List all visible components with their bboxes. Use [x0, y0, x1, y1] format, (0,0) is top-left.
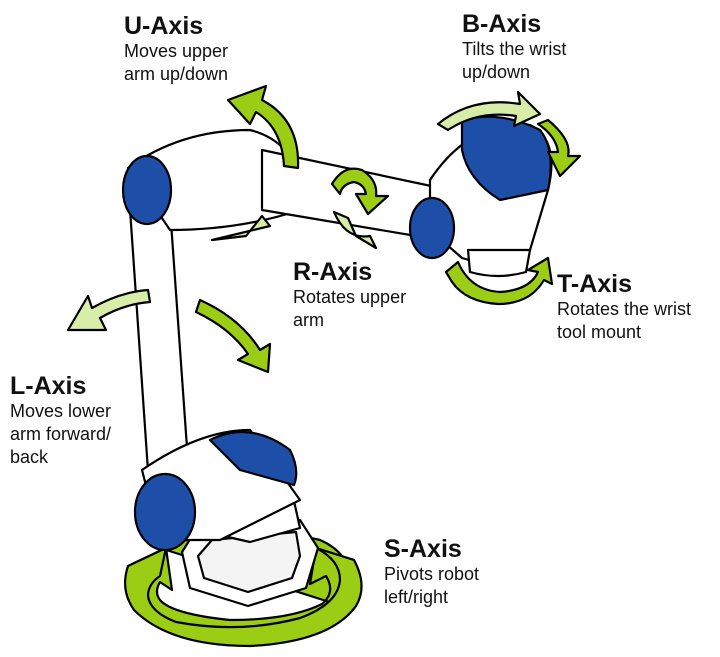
- l-axis-label: L-Axis Moves lower arm forward/ back: [10, 372, 111, 469]
- u-axis-rotation-arrow: [210, 84, 300, 242]
- s-axis-description: Pivots robot left/right: [384, 564, 480, 607]
- r-axis-title: R-Axis: [293, 258, 373, 286]
- t-axis-label: T-Axis Rotates the wrist tool mount: [557, 270, 691, 344]
- u-axis-description: Moves upper arm up/down: [124, 41, 229, 84]
- l-axis-description: Moves lower arm forward/ back: [10, 401, 112, 467]
- shoulder-joint-l: [133, 430, 298, 552]
- l-axis-title: L-Axis: [10, 372, 87, 400]
- r-axis-rotation-arrow: [330, 167, 390, 250]
- t-axis-rotation-arrow: [444, 256, 554, 306]
- s-axis-label: S-Axis Pivots robot left/right: [384, 535, 479, 609]
- s-axis-title: S-Axis: [384, 535, 462, 563]
- b-axis-description: Tilts the wrist up/down: [462, 39, 567, 82]
- u-axis-title: U-Axis: [124, 12, 204, 40]
- u-axis-label: U-Axis Moves upper arm up/down: [124, 12, 228, 86]
- t-axis-title: T-Axis: [557, 270, 633, 298]
- wrist-assembly: [408, 115, 553, 278]
- b-axis-rotation-arrow: [436, 90, 582, 178]
- t-axis-description: Rotates the wrist tool mount: [557, 299, 692, 342]
- b-axis-label: B-Axis Tilts the wrist up/down: [462, 10, 566, 84]
- b-axis-title: B-Axis: [462, 10, 542, 38]
- l-axis-rotation-arrow: [66, 288, 272, 374]
- r-axis-description: Rotates upper arm: [293, 287, 407, 330]
- r-axis-label: R-Axis Rotates upper arm: [293, 258, 406, 332]
